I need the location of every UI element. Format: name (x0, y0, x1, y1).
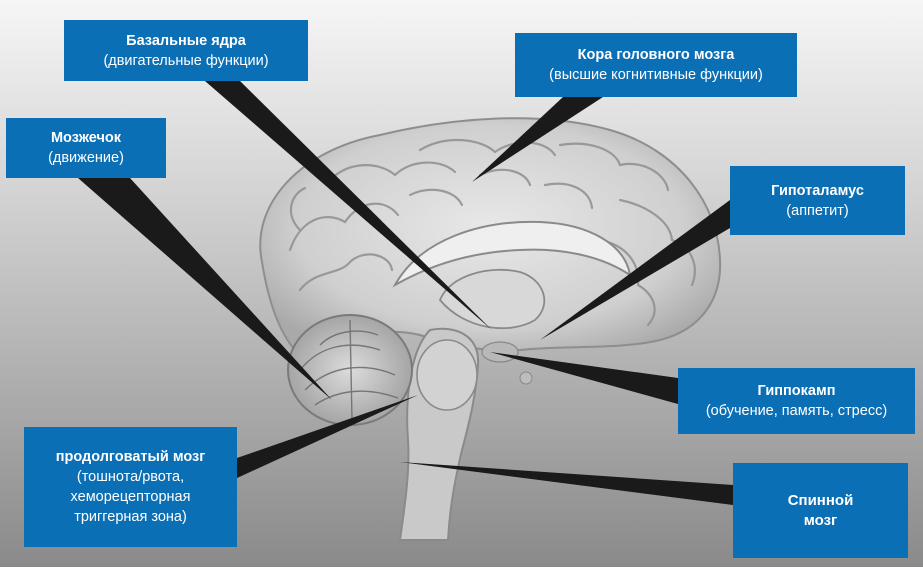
cortex-title: Кора головного мозга (515, 45, 797, 65)
hippocampus-title: Гиппокамп (678, 381, 915, 401)
medulla-title: продолговатый мозг (24, 447, 237, 467)
medulla-desc-line3: триггерная зона) (24, 507, 237, 527)
hippocampus-desc: (обучение, память, стресс) (678, 401, 915, 421)
label-medulla: продолговатый мозг (тошнота/рвота, хемор… (24, 427, 237, 547)
label-cerebellum: Мозжечок (движение) (6, 118, 166, 178)
basal-ganglia-title: Базальные ядра (64, 31, 308, 51)
basal-ganglia-desc: (двигательные функции) (64, 51, 308, 71)
label-spinal-cord: Спинной мозг (733, 463, 908, 558)
cerebellum-desc: (движение) (6, 148, 166, 168)
pons (417, 340, 477, 410)
label-hippocampus: Гиппокамп (обучение, память, стресс) (678, 368, 915, 434)
spinal-cord-title-line1: Спинной (733, 491, 908, 511)
cortex-desc: (высшие когнитивные функции) (515, 65, 797, 85)
spinal-cord-title-line2: мозг (733, 511, 908, 531)
medulla-desc-line1: (тошнота/рвота, (24, 467, 237, 487)
cerebellum-title: Мозжечок (6, 128, 166, 148)
hypothalamus-title: Гипоталамус (730, 181, 905, 201)
medulla-desc-line2: хеморецепторная (24, 487, 237, 507)
label-hypothalamus: Гипоталамус (аппетит) (730, 166, 905, 235)
hippocampus-area (482, 342, 518, 362)
label-cortex: Кора головного мозга (высшие когнитивные… (515, 33, 797, 97)
label-basal-ganglia: Базальные ядра (двигательные функции) (64, 20, 308, 81)
hypothalamus-desc: (аппетит) (730, 201, 905, 221)
pituitary (520, 372, 532, 384)
